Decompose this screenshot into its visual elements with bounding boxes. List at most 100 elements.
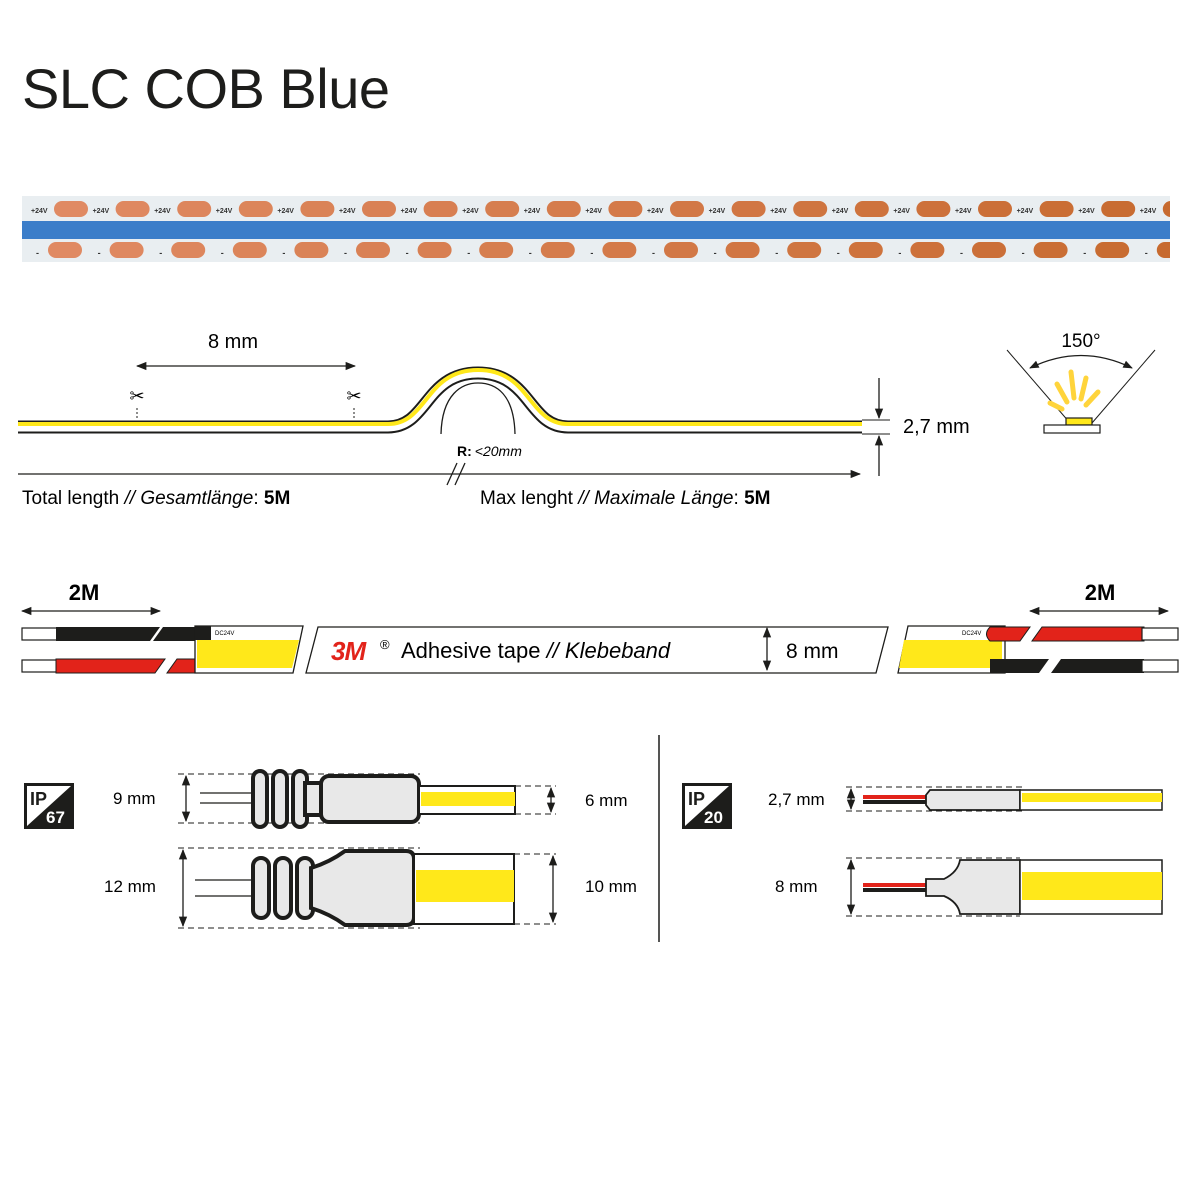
right-cable-label: 2M (1085, 580, 1116, 605)
strip-minus-label: - (221, 248, 224, 258)
strip-voltage-label: +24V (1140, 208, 1157, 215)
thin-height: 2,7 mm (768, 790, 825, 809)
strip-voltage-label: +24V (401, 208, 418, 215)
strip-minus-label: - (98, 248, 101, 258)
led-chip-icon (1065, 417, 1093, 426)
adhesive-tape-label: Adhesive tape // Klebeband (401, 638, 671, 663)
svg-text:20: 20 (704, 808, 723, 827)
strip-chip (423, 201, 458, 217)
strip-minus-label: - (159, 248, 162, 258)
strip-minus-label: - (529, 248, 532, 258)
strip-voltage-label: +24V (154, 208, 171, 215)
svg-text:IP: IP (30, 789, 47, 809)
adhesive-tape (305, 626, 889, 674)
strip-chip (978, 201, 1012, 217)
beam-angle-label: 150° (1061, 331, 1100, 352)
strip-profile-yellow (18, 367, 862, 426)
strip-chip (1156, 242, 1170, 258)
strip-voltage-label: +24V (339, 208, 356, 215)
pcb-marking: DC24V (215, 631, 234, 637)
large-strip-width: 10 mm (585, 877, 637, 896)
strip-chip (300, 201, 335, 217)
ip20-wide-connector (925, 859, 1021, 915)
total-length-label: Total length // Gesamtlänge: 5M (22, 488, 290, 509)
strip-chip (731, 201, 766, 217)
strip-voltage-label: +24V (709, 208, 726, 215)
strip-voltage-label: +24V (462, 208, 479, 215)
svg-text:IP: IP (688, 789, 705, 809)
strip-minus-label: - (1022, 248, 1025, 258)
strip-voltage-label: +24V (585, 208, 602, 215)
3m-logo: 3M (331, 636, 367, 666)
large-connector-height: 12 mm (104, 877, 156, 896)
strip-minus-label: - (344, 248, 347, 258)
strip-profile-outline (18, 366, 862, 434)
strip-chip (109, 242, 144, 258)
strip-chip (1033, 242, 1068, 258)
strip-chip (417, 242, 452, 258)
strip-voltage-label: +24V (955, 208, 972, 215)
profile-diagram: R:<20mm ✂ ✂ 8 mm 2,7 mm Total length // … (18, 331, 970, 509)
strip-voltage-label: +24V (1078, 208, 1095, 215)
strip-chip (848, 242, 883, 258)
ip20-thin-connector (925, 789, 1021, 811)
tape-width-label: 8 mm (786, 640, 839, 663)
strip-chip (1039, 201, 1074, 217)
strip-voltage-label: +24V (832, 208, 849, 215)
svg-text:67: 67 (46, 808, 65, 827)
strip-chip (362, 201, 396, 217)
strip-chip (787, 242, 822, 258)
strip-chip (540, 242, 575, 258)
strip-chip (602, 242, 637, 258)
small-strip-width: 6 mm (585, 791, 628, 810)
ip67-large-connector (251, 849, 416, 927)
ip67-section: IP 67 9 mm 6 mm 12 mm (24, 769, 637, 929)
strip-minus-label: - (467, 248, 470, 258)
strip-cob-band (22, 221, 1170, 239)
strip-chip (171, 242, 206, 258)
strip-minus-label: - (1145, 248, 1148, 258)
strip-chip (1162, 201, 1170, 217)
strip-chip (238, 201, 273, 217)
ip20-section: IP 20 2,7 mm 8 mm (682, 783, 1163, 917)
strip-chip (232, 242, 267, 258)
strip-voltage-label: +24V (770, 208, 787, 215)
light-rays-icon (1047, 369, 1101, 412)
strip-minus-label: - (898, 248, 901, 258)
small-connector-height: 9 mm (113, 789, 156, 808)
strip-minus-label: - (590, 248, 593, 258)
strip-chip (356, 242, 390, 258)
strip-chip (670, 201, 704, 217)
scissors-icon: ✂ (346, 386, 361, 406)
strip-chip (972, 242, 1006, 258)
led-strip-photo: +24V +24V +24V +24V +24V +24V +24V +24V +24V +24V… (22, 196, 1170, 262)
strip-minus-label: - (652, 248, 655, 258)
max-length-label: Max lenght // Maximale Länge: 5M (480, 488, 770, 509)
strip-minus-label: - (714, 248, 717, 258)
strip-chip (294, 242, 329, 258)
registered-mark: ® (380, 637, 390, 652)
strip-minus-label: - (837, 248, 840, 258)
strip-chip (916, 201, 951, 217)
beam-angle-icon: 150° (1006, 331, 1156, 434)
strip-chip (54, 201, 88, 217)
strip-chip (664, 242, 698, 258)
strip-voltage-label: +24V (524, 208, 541, 215)
strip-minus-label: - (960, 248, 963, 258)
strip-chip (479, 242, 514, 258)
strip-minus-label: - (406, 248, 409, 258)
strip-chip (48, 242, 82, 258)
strip-chip (1101, 201, 1136, 217)
wide-width: 8 mm (775, 877, 818, 896)
strip-minus-label: - (775, 248, 778, 258)
strip-voltage-label: +24V (647, 208, 664, 215)
strip-chip (485, 201, 520, 217)
strip-minus-label: - (1083, 248, 1086, 258)
pcb-marking-right: DC24V (962, 631, 981, 637)
strip-voltage-label: +24V (277, 208, 294, 215)
strip-voltage-label: +24V (1017, 208, 1034, 215)
strip-chip (725, 242, 760, 258)
bend-radius-arc (440, 382, 516, 435)
strip-chip (910, 242, 945, 258)
